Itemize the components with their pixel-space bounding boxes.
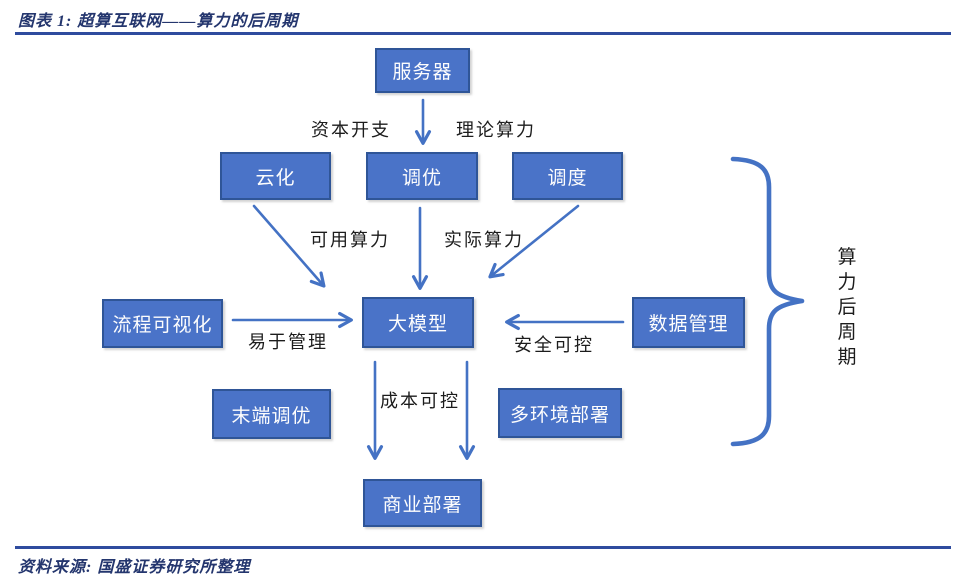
node-data-management: 数据管理 [632,297,745,348]
right-curly-brace [730,156,805,447]
node-server: 服务器 [375,48,470,93]
node-large-model: 大模型 [362,297,474,348]
node-commercial-deployment: 商业部署 [363,479,482,527]
figure-title: 图表 1: 超算互联网——算力的后周期 [18,13,299,30]
bottom-divider [15,546,951,549]
node-multi-env-deployment: 多环境部署 [498,388,622,438]
edge-label-cost-controllable: 成本可控 [380,391,460,411]
edge-label-available-power: 可用算力 [310,230,390,250]
node-scheduling: 调度 [512,152,623,200]
brace-label-computing-power-post-cycle: 算力后周期 [837,247,857,369]
node-cloudification: 云化 [220,152,331,200]
arrow-scheduling-to-large-model [488,204,580,279]
edge-label-security-controllable: 安全可控 [514,335,594,355]
figure-source: 资料来源: 国盛证券研究所整理 [18,559,251,576]
node-tuning: 调优 [366,152,478,200]
edge-label-actual-power: 实际算力 [444,230,524,250]
edge-label-easy-management: 易于管理 [248,332,328,352]
node-process-visualization: 流程可视化 [102,299,223,348]
edge-label-theoretical-power: 理论算力 [456,120,536,140]
arrow-cloudification-to-large-model [252,204,326,288]
top-divider [15,32,951,35]
edge-label-capex: 资本开支 [311,120,391,140]
node-terminal-tuning: 末端调优 [212,389,331,439]
